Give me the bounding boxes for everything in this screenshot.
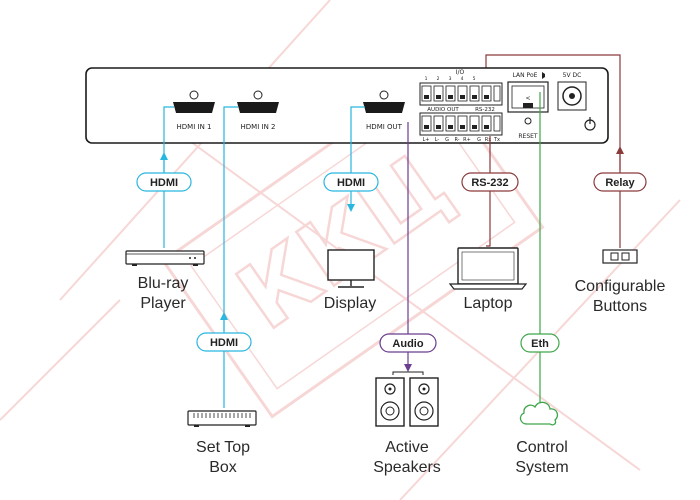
- laptop: Laptop: [448, 247, 528, 312]
- hdmi-port-icon: [173, 102, 215, 113]
- bluray-player: Blu-ray Player: [125, 250, 205, 312]
- lan-poe-label: LAN PoE: [513, 72, 538, 79]
- hdmi-2-pill: HDMI: [196, 332, 252, 352]
- bluray-player-icon: [125, 250, 205, 266]
- screw-icon: [189, 90, 199, 100]
- control-label-line1: Control: [516, 439, 568, 456]
- lan-poe-port: LAN PoE < RESET: [507, 72, 549, 140]
- svg-text:<: <: [525, 95, 530, 102]
- rs232-pill: RS-232: [461, 172, 519, 192]
- buttons-label-line1: Configurable: [575, 278, 666, 295]
- io-pin-3: 3: [449, 76, 452, 82]
- laptop-icon: [448, 247, 528, 290]
- hdmi-out-pill: HDMI: [323, 172, 379, 192]
- screw-icon: [253, 90, 263, 100]
- audio-pill: Audio: [379, 333, 437, 353]
- hdmi-2-pill-label: HDMI: [210, 337, 238, 349]
- speakers-label-line2: Speakers: [373, 459, 441, 476]
- rs-pin-rx: Rx: [485, 137, 491, 143]
- audio-pill-label: Audio: [392, 338, 423, 350]
- set-top-box-icon: [187, 410, 257, 427]
- display-label: Display: [324, 295, 376, 312]
- buttons-label-line2: Buttons: [593, 298, 647, 315]
- bluray-label-line1: Blu-ray: [138, 275, 189, 292]
- control-label-line2: System: [515, 459, 568, 476]
- audio-pin-l-minus: L-: [435, 137, 440, 143]
- speakers-label-line1: Active: [385, 439, 429, 456]
- hdmi-in-2-port: HDMI IN 2: [237, 90, 279, 131]
- audio-pin-r-minus: R-: [454, 137, 459, 143]
- audio-out-label: AUDIO OUT: [427, 107, 459, 113]
- relay-pill: Relay: [593, 172, 647, 192]
- laptop-label: Laptop: [464, 295, 513, 312]
- cloud-icon: [519, 401, 559, 426]
- hdmi-out-label: HDMI OUT: [366, 123, 403, 131]
- button-panel-icon: [602, 249, 638, 264]
- hdmi-out-port: HDMI OUT: [363, 90, 405, 131]
- audio-pin-l-plus: L+: [423, 137, 430, 143]
- rs232-label: RS-232: [475, 107, 495, 113]
- hdmi-2-cable: [223, 106, 238, 408]
- set-top-box: Set Top Box: [187, 410, 257, 476]
- speaker-symbol-icon: [542, 72, 545, 79]
- terminal-block-group: I/O 1 2 3 4 5 AUDIO OUT RS-232: [419, 69, 503, 143]
- eth-pill-label: Eth: [531, 338, 549, 350]
- rs-pin-tx: Tx: [493, 137, 500, 143]
- relay-pill-label: Relay: [605, 177, 635, 189]
- dc-label: 5V DC: [563, 72, 582, 79]
- configurable-buttons: Configurable Buttons: [575, 249, 666, 315]
- audio-pin-r-plus: R+: [463, 137, 471, 143]
- monitor-icon: [327, 249, 375, 288]
- io-pin-4: 4: [461, 76, 464, 82]
- hdmi-port-icon: [363, 102, 405, 113]
- io-label: I/O: [456, 69, 465, 76]
- hdmi-port-icon: [237, 102, 279, 113]
- main-device: HDMI IN 1 HDMI IN 2 HDMI OUT I/O 1 2 3 4…: [85, 67, 609, 144]
- control-system: Control System: [515, 401, 569, 476]
- hdmi-in-1-port: HDMI IN 1: [173, 90, 215, 131]
- screw-icon: [379, 90, 389, 100]
- hdmi-1-pill: HDMI: [136, 172, 192, 192]
- io-pin-5: 5: [473, 76, 476, 82]
- hdmi-out-pill-label: HDMI: [337, 177, 365, 189]
- active-speakers: Active Speakers: [373, 371, 441, 476]
- reset-label: RESET: [518, 133, 538, 140]
- eth-pill: Eth: [520, 333, 560, 353]
- io-pin-1: 1: [425, 76, 428, 82]
- hdmi-1-pill-label: HDMI: [150, 177, 178, 189]
- dc-input: 5V DC: [557, 72, 596, 131]
- display: Display: [324, 249, 376, 312]
- settop-label-line1: Set Top: [196, 439, 250, 456]
- reset-button[interactable]: [524, 117, 532, 125]
- rs232-pill-label: RS-232: [471, 177, 508, 189]
- hdmi-1-cable: [163, 106, 174, 248]
- audio-pin-g: G: [445, 137, 449, 143]
- hdmi-in-1-label: HDMI IN 1: [177, 123, 212, 131]
- settop-label-line2: Box: [209, 459, 237, 476]
- io-pin-2: 2: [437, 76, 440, 82]
- hdmi-in-2-label: HDMI IN 2: [241, 123, 276, 131]
- speakers-icon: [375, 377, 439, 427]
- bluray-label-line2: Player: [140, 295, 186, 312]
- rs-pin-g: G: [477, 137, 481, 143]
